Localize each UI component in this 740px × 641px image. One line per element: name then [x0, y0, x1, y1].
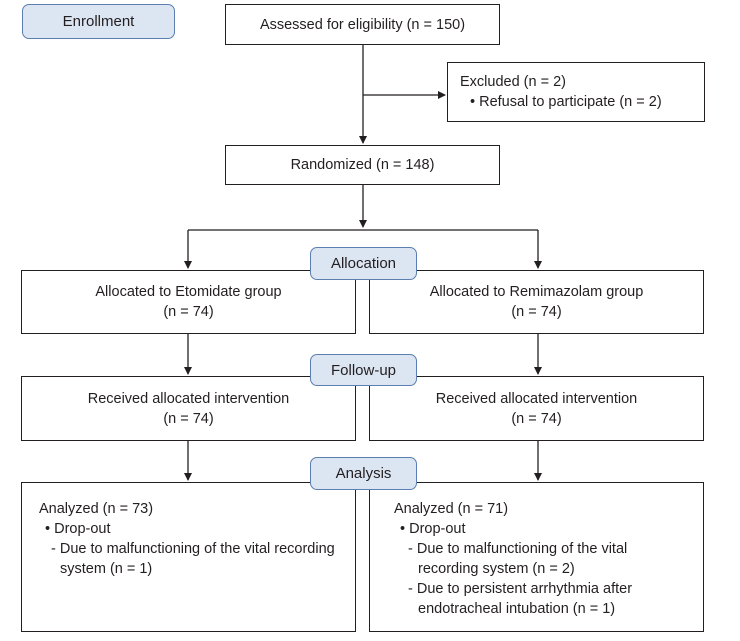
left-received-box: Received allocated intervention (n = 74)	[21, 376, 356, 441]
right-received-text: Received allocated intervention	[435, 390, 638, 407]
stage-followup: Follow-up	[310, 354, 417, 386]
left-analyzed-title: Analyzed (n = 73)	[39, 501, 154, 517]
randomized-box: Randomized (n = 148)	[225, 145, 500, 185]
left-reason1-line1: - Due to malfunctioning of the vital rec…	[51, 541, 335, 557]
right-dropout: • Drop-out	[400, 521, 466, 537]
right-allocated-n: (n = 74)	[511, 304, 562, 320]
stage-allocation-label: Allocation	[330, 255, 397, 272]
stage-enrollment: Enrollment	[22, 4, 175, 39]
excluded-box: Excluded (n = 2) • Refusal to participat…	[447, 62, 705, 122]
left-received-n: (n = 74)	[163, 410, 214, 427]
right-received-n: (n = 74)	[511, 410, 562, 427]
left-received-text: Received allocated intervention	[87, 390, 290, 407]
left-allocated-n: (n = 74)	[163, 304, 214, 320]
right-reason1-line2: recording system (n = 2)	[418, 561, 575, 577]
stage-followup-label: Follow-up	[330, 361, 397, 379]
right-allocated-text: Allocated to Remimazolam group	[429, 284, 644, 300]
left-dropout: • Drop-out	[45, 521, 111, 537]
excluded-title: Excluded (n = 2)	[460, 74, 566, 90]
stage-enrollment-label: Enrollment	[62, 13, 135, 30]
right-received-box: Received allocated intervention (n = 74)	[369, 376, 704, 441]
left-allocated-text: Allocated to Etomidate group	[95, 284, 282, 300]
right-allocated-box: Allocated to Remimazolam group (n = 74)	[369, 270, 704, 334]
right-analyzed-title: Analyzed (n = 71)	[394, 501, 509, 517]
left-reason1-line2: system (n = 1)	[60, 561, 153, 577]
randomized-text: Randomized (n = 148)	[290, 157, 435, 173]
assessed-text: Assessed for eligibility (n = 150)	[259, 16, 466, 33]
stage-allocation: Allocation	[310, 247, 417, 280]
left-analyzed-box: Analyzed (n = 73) • Drop-out - Due to ma…	[21, 482, 356, 632]
right-analyzed-box: Analyzed (n = 71) • Drop-out - Due to ma…	[369, 482, 704, 632]
left-allocated-box: Allocated to Etomidate group (n = 74)	[21, 270, 356, 334]
stage-analysis-label: Analysis	[335, 465, 392, 482]
right-reason1-line1: - Due to malfunctioning of the vital	[408, 541, 628, 557]
assessed-box: Assessed for eligibility (n = 150)	[225, 4, 500, 45]
stage-analysis: Analysis	[310, 457, 417, 490]
right-reason2-line2: endotracheal intubation (n = 1)	[418, 601, 616, 617]
excluded-reason: • Refusal to participate (n = 2)	[470, 94, 662, 110]
right-reason2-line1: - Due to persistent arrhythmia after	[408, 581, 633, 597]
